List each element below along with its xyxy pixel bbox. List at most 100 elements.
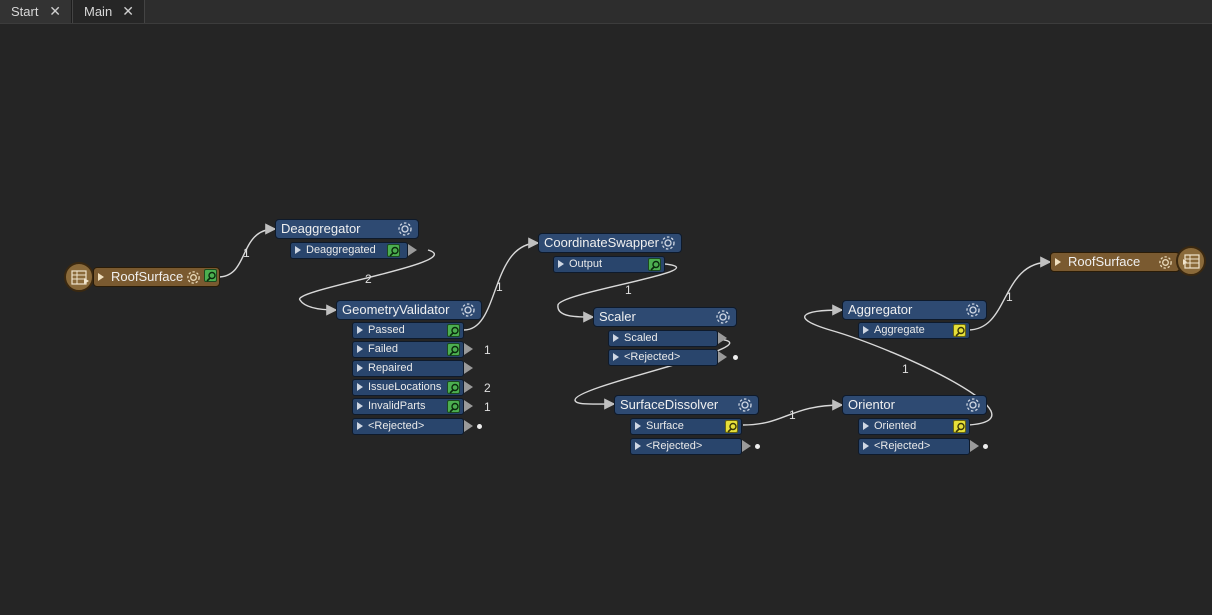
port-rejected[interactable]: <Rejected> [858,438,970,455]
inspect-icon[interactable] [447,381,460,394]
port-deaggregated[interactable]: Deaggregated [290,242,408,259]
expand-icon [613,334,619,342]
output-arrow-icon[interactable] [464,362,473,374]
port-label: IssueLocations [368,381,442,393]
output-arrow-icon[interactable] [464,400,473,412]
inspect-icon[interactable] [447,343,460,356]
inspect-icon[interactable] [447,400,460,413]
expand-icon [863,442,869,450]
output-arrow-icon[interactable] [742,440,751,452]
port-label: Surface [646,420,684,432]
link-orientor-aggregator [804,304,993,426]
port-label: <Rejected> [624,351,681,363]
output-arrow-icon[interactable] [970,440,979,452]
transformer-surfacedissolver[interactable]: SurfaceDissolver [614,395,759,415]
transformer-geometryvalidator[interactable]: GeometryValidator [336,300,482,320]
transformer-orientor[interactable]: Orientor [842,395,987,415]
port-label: <Rejected> [368,420,425,432]
output-arrow-icon[interactable] [464,381,473,393]
output-arrow-icon[interactable] [718,351,727,363]
writer-roofsurface[interactable]: RoofSurface [1050,252,1180,272]
port-label: InvalidParts [368,400,426,412]
writer-database-icon[interactable] [1176,246,1206,276]
inspect-icon[interactable] [204,269,217,282]
gear-icon[interactable] [460,302,476,318]
expand-icon [635,442,641,450]
port-surface[interactable]: Surface [630,418,742,435]
link-deaggregator-validator [299,249,435,316]
port-rejected[interactable]: <Rejected> [630,438,742,455]
transformer-scaler[interactable]: Scaler [593,307,737,327]
port-failed[interactable]: Failed [352,341,464,358]
expand-icon [863,422,869,430]
transformer-deaggregator[interactable]: Deaggregator [275,219,419,239]
port-rejected[interactable]: <Rejected> [608,349,718,366]
link-reader-deaggregator [217,223,277,278]
port-output[interactable]: Output [553,256,665,273]
inspect-icon[interactable] [725,420,738,433]
port-label: Failed [368,343,398,355]
gear-icon[interactable] [397,221,413,237]
port-label: <Rejected> [874,440,931,452]
port-label: Repaired [368,362,413,374]
output-arrow-icon[interactable] [408,244,417,256]
port-label: Aggregate [874,324,925,336]
reader-roofsurface[interactable]: RoofSurface [93,267,220,287]
tab-main-label: Main [84,4,113,19]
output-arrow-icon[interactable] [464,420,473,432]
link-dissolver-orientor [742,399,844,426]
gear-icon[interactable] [660,235,676,251]
transformer-title: Aggregator [848,302,913,317]
expand-icon [357,383,363,391]
port-aggregate[interactable]: Aggregate [858,322,970,339]
gear-icon[interactable] [965,302,981,318]
port-scaled[interactable]: Scaled [608,330,718,347]
port-oriented[interactable]: Oriented [858,418,970,435]
port-end-dot [755,444,760,449]
output-arrow-icon[interactable] [464,343,473,355]
tab-main[interactable]: Main ✕ [72,0,145,23]
reader-database-icon[interactable] [64,262,94,292]
tab-start[interactable]: Start ✕ [0,0,72,23]
gear-icon[interactable] [186,270,201,285]
inspect-icon[interactable] [447,324,460,337]
link-count: 1 [484,343,491,357]
port-rejected[interactable]: <Rejected> [352,418,464,435]
expand-icon [613,353,619,361]
output-arrow-icon[interactable] [718,332,727,344]
gear-icon[interactable] [737,397,753,413]
port-label: Oriented [874,420,917,432]
inspect-icon[interactable] [953,324,966,337]
link-count: 1 [484,400,491,414]
expand-icon[interactable] [1055,258,1061,266]
expand-icon [357,345,363,353]
transformer-aggregator[interactable]: Aggregator [842,300,987,320]
transformer-title: CoordinateSwapper [544,235,659,250]
link-count: 2 [365,272,372,286]
inspect-icon[interactable] [387,244,400,257]
expand-icon[interactable] [98,273,104,281]
expand-icon [357,364,363,372]
gear-icon[interactable] [715,309,731,325]
gear-icon[interactable] [965,397,981,413]
inspect-icon[interactable] [648,258,661,271]
inspect-icon[interactable] [953,420,966,433]
port-repaired[interactable]: Repaired [352,360,464,377]
expand-icon [635,422,641,430]
expand-icon [863,326,869,334]
port-issuelocations[interactable]: IssueLocations [352,379,464,396]
close-icon[interactable]: ✕ [49,3,61,19]
expand-icon [357,422,363,430]
port-label: Deaggregated [306,244,376,256]
transformer-coordinateswapper[interactable]: CoordinateSwapper [538,233,682,253]
link-scaler-dissolver [574,338,731,410]
gear-icon[interactable] [1158,255,1173,270]
port-invalidparts[interactable]: InvalidParts [352,398,464,415]
link-count: 1 [1006,290,1013,304]
close-icon[interactable]: ✕ [122,3,134,19]
link-count: 1 [243,246,250,260]
port-passed[interactable]: Passed [352,322,464,339]
port-label: Passed [368,324,405,336]
port-label: <Rejected> [646,440,703,452]
